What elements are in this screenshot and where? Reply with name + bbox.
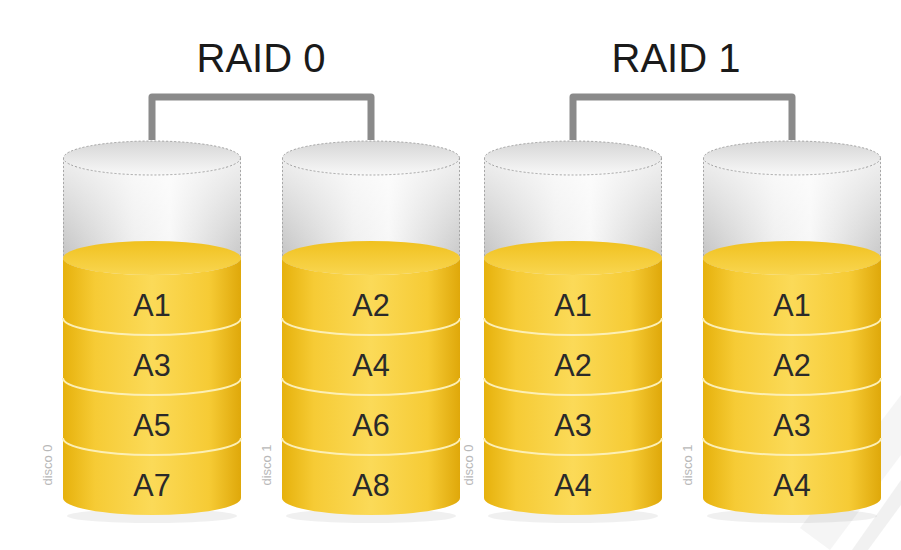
disk-side <box>484 158 485 258</box>
block-separator <box>484 378 662 395</box>
group-bracket <box>573 97 792 140</box>
disk-side <box>880 158 881 258</box>
block-label: A4 <box>282 350 460 381</box>
disk-lid <box>485 141 662 175</box>
data-surface <box>63 241 241 275</box>
disk-side <box>240 158 241 258</box>
group-title: RAID 1 <box>612 38 741 78</box>
block-fill <box>484 258 662 335</box>
block-label: A1 <box>63 290 241 321</box>
data-block: A3 <box>63 318 241 378</box>
empty-space-fade <box>63 158 241 275</box>
disk-label: disco 1 <box>260 444 273 485</box>
data-surface <box>484 241 662 275</box>
disk-label: disco 0 <box>462 444 475 485</box>
empty-space-fade <box>484 158 662 275</box>
block-fill <box>703 438 881 515</box>
block-fill <box>63 258 241 335</box>
block-separator <box>703 378 881 395</box>
block-separator <box>63 438 241 455</box>
block-label: A3 <box>63 350 241 381</box>
block-fill <box>484 318 662 395</box>
data-block: A1 <box>484 258 662 318</box>
block-label: A5 <box>63 410 241 441</box>
data-block: A2 <box>282 258 460 318</box>
disk-cylinder: disco 1A2A4A6A8 <box>282 140 460 530</box>
block-separator <box>484 438 662 455</box>
block-label: A1 <box>484 290 662 321</box>
disk-cylinder: disco 1A1A2A3A4 <box>703 140 881 530</box>
block-fill <box>484 438 662 515</box>
block-separator <box>63 318 241 335</box>
block-fill <box>703 258 881 335</box>
block-fill <box>703 378 881 455</box>
block-separator <box>484 318 662 335</box>
block-fill <box>282 318 460 395</box>
data-block: A8 <box>282 438 460 498</box>
block-fill <box>63 438 241 515</box>
block-label: A4 <box>703 470 881 501</box>
empty-space <box>282 158 460 275</box>
empty-space <box>484 158 662 275</box>
block-label: A2 <box>282 290 460 321</box>
disk-label: disco 0 <box>41 444 54 485</box>
block-label: A2 <box>484 350 662 381</box>
disk-side <box>63 158 64 258</box>
block-fill <box>282 378 460 455</box>
data-block: A1 <box>63 258 241 318</box>
data-block: A6 <box>282 378 460 438</box>
data-block: A1 <box>703 258 881 318</box>
disk-cylinder: disco 0A1A2A3A4 <box>484 140 662 530</box>
block-separator <box>703 438 881 455</box>
block-label: A3 <box>484 410 662 441</box>
empty-space <box>703 158 881 275</box>
data-block: A2 <box>703 318 881 378</box>
block-label: A7 <box>63 470 241 501</box>
disk-cylinder: disco 0A1A3A5A7 <box>63 140 241 530</box>
disk-side <box>459 158 460 258</box>
block-separator <box>703 318 881 335</box>
block-fill <box>484 378 662 455</box>
data-surface <box>703 241 881 275</box>
block-label: A8 <box>282 470 460 501</box>
disk-lid <box>704 141 881 175</box>
block-label: A6 <box>282 410 460 441</box>
data-block: A2 <box>484 318 662 378</box>
disk-side <box>661 158 662 258</box>
disk-lid <box>64 141 241 175</box>
block-fill <box>63 378 241 455</box>
block-separator <box>282 318 460 335</box>
block-label: A3 <box>703 410 881 441</box>
block-label: A4 <box>484 470 662 501</box>
empty-space <box>63 158 241 275</box>
disk-side <box>282 158 283 258</box>
group-bracket <box>152 97 371 140</box>
block-fill <box>63 318 241 395</box>
data-block: A5 <box>63 378 241 438</box>
disk-lid <box>283 141 460 175</box>
empty-space-fade <box>282 158 460 275</box>
block-fill <box>703 318 881 395</box>
data-block: A3 <box>484 378 662 438</box>
data-block: A3 <box>703 378 881 438</box>
block-separator <box>63 378 241 395</box>
data-block: A4 <box>703 438 881 498</box>
block-separator <box>282 438 460 455</box>
block-label: A1 <box>703 290 881 321</box>
data-block: A7 <box>63 438 241 498</box>
group-title: RAID 0 <box>197 38 326 78</box>
empty-space-fade <box>703 158 881 275</box>
data-block: A4 <box>282 318 460 378</box>
block-fill <box>282 438 460 515</box>
disk-side <box>703 158 704 258</box>
disk-label: disco 1 <box>681 444 694 485</box>
block-fill <box>282 258 460 335</box>
data-block: A4 <box>484 438 662 498</box>
block-separator <box>282 378 460 395</box>
block-label: A2 <box>703 350 881 381</box>
data-surface <box>282 241 460 275</box>
